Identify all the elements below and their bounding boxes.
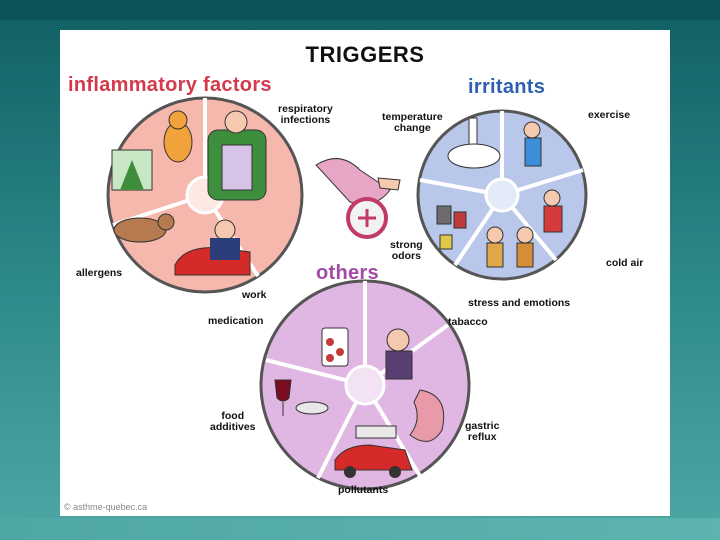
stress-people-icon — [486, 226, 534, 268]
others-wheel — [259, 279, 471, 491]
label-gastric-reflux: gastric reflux — [465, 421, 499, 443]
smoker-icon — [385, 328, 413, 380]
irritants-wheel — [416, 109, 588, 281]
label-line: temperature — [382, 111, 443, 123]
label-cold-air: cold air — [606, 257, 644, 269]
exercise-runner-icon — [523, 121, 542, 167]
plant-icon — [111, 149, 153, 191]
medication-pills-icon — [321, 327, 349, 367]
label-allergens: allergens — [76, 267, 123, 279]
copyright-notice: © asthme-quebec.ca — [64, 502, 148, 512]
group-heading-irritants: irritants — [468, 76, 546, 98]
slide-top-band — [0, 0, 720, 20]
cold-air-person-icon — [543, 189, 563, 233]
label-line: strong — [390, 239, 423, 251]
label-tabacco: tabacco — [448, 316, 488, 328]
triggers-diagram: TRIGGERS inflammatory factors irritants … — [60, 30, 670, 516]
group-heading-inflammatory: inflammatory factors — [68, 74, 272, 96]
thermometer-cloud-icon — [447, 117, 501, 169]
bronchus-icon — [315, 158, 401, 239]
worker-car-icon — [174, 219, 251, 276]
label-line: reflux — [467, 431, 497, 443]
inflammatory-wheel — [106, 96, 304, 294]
label-line: food — [221, 410, 245, 422]
label-line: respiratory — [278, 103, 333, 115]
label-food-additives: food additives — [210, 411, 256, 433]
label-medication: medication — [208, 315, 264, 327]
diagram-title: TRIGGERS — [305, 42, 425, 67]
wine-glass-icon — [274, 379, 329, 416]
car-exhaust-icon — [334, 425, 413, 478]
label-strong-odors: strong odors — [390, 240, 423, 262]
label-exercise: exercise — [588, 109, 631, 121]
dog-icon — [113, 213, 175, 243]
label-temperature-change: temperature change — [382, 112, 443, 134]
cat-icon — [163, 110, 193, 163]
label-line: infections — [280, 114, 331, 126]
label-work: work — [242, 289, 267, 301]
group-heading-others: others — [316, 262, 379, 284]
label-pollutants: pollutants — [338, 484, 389, 496]
slide-bottom-band — [0, 518, 720, 540]
label-line: odors — [391, 250, 421, 262]
label-line: additives — [210, 421, 256, 433]
label-line: change — [393, 122, 431, 134]
sick-person-icon — [207, 110, 267, 201]
paint-cans-icon — [436, 205, 467, 250]
diagram-graphics — [106, 96, 588, 491]
label-line: gastric — [465, 420, 500, 432]
stomach-icon — [409, 389, 445, 442]
label-stress-and-emotions: stress and emotions — [468, 297, 571, 309]
label-respiratory-infections: respiratory infections — [278, 104, 333, 126]
